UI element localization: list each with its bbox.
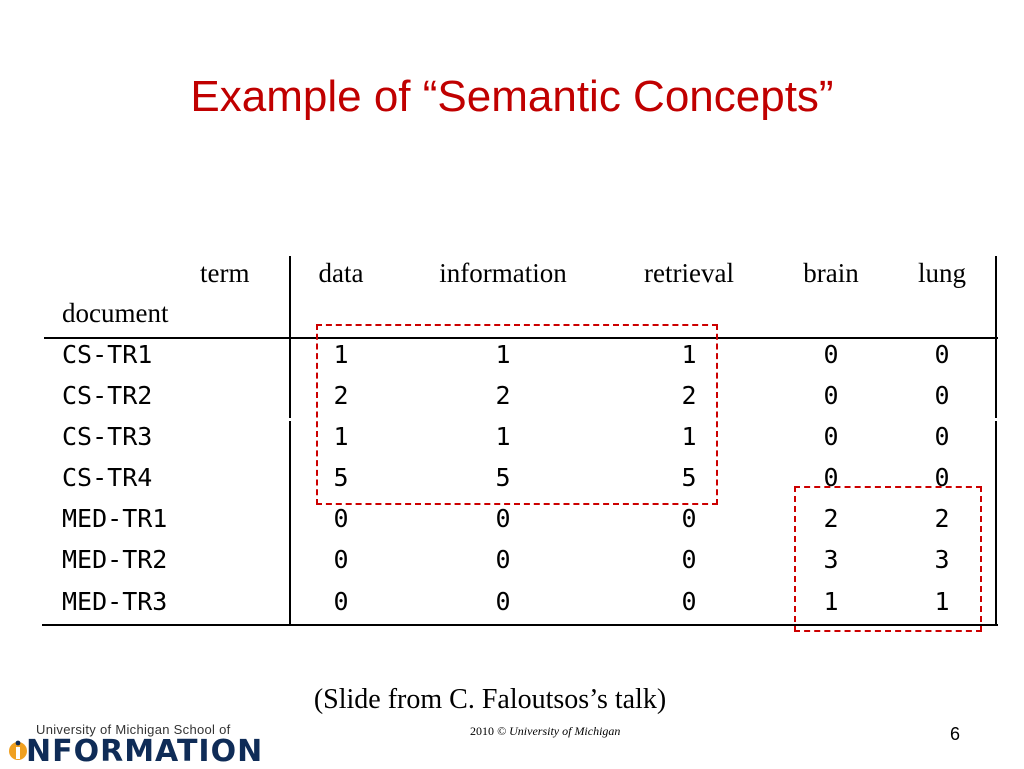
bottom-rule xyxy=(42,624,998,626)
table-cell: 1 xyxy=(823,587,839,616)
table-cell: 0 xyxy=(934,340,950,369)
table-cell: 0 xyxy=(681,504,697,533)
table-cell: 5 xyxy=(681,463,697,492)
column-header-brain: brain xyxy=(803,258,859,288)
table-cell: 0 xyxy=(823,340,839,369)
table-cell: 1 xyxy=(934,587,950,616)
table-cell: 0 xyxy=(333,545,349,574)
table-cell: 0 xyxy=(934,381,950,410)
stub-divider-lower xyxy=(289,421,291,626)
row-label: CS-TR4 xyxy=(62,463,153,492)
table-cell: 0 xyxy=(495,545,511,574)
table-cell: 0 xyxy=(934,422,950,451)
footer-copyright-text: © University of Michigan xyxy=(497,724,621,738)
row-label: CS-TR1 xyxy=(62,340,153,369)
table-cell: 0 xyxy=(681,587,697,616)
footer-copyright: 2010 © University of Michigan xyxy=(470,724,620,739)
table-cell: 2 xyxy=(333,381,349,410)
table-cell: 0 xyxy=(495,587,511,616)
slide-credit: (Slide from C. Faloutsos’s talk) xyxy=(313,684,667,715)
column-header-lung: lung xyxy=(917,258,967,288)
right-border-lower xyxy=(995,421,997,626)
table-cell: 1 xyxy=(333,422,349,451)
row-label: MED-TR2 xyxy=(62,545,168,574)
table-cell: 0 xyxy=(333,504,349,533)
slide-number: 6 xyxy=(950,724,961,744)
right-border-upper xyxy=(995,256,997,418)
corner-label-term: term xyxy=(200,258,250,288)
table-cell: 2 xyxy=(934,504,950,533)
slide-title: Example of “Semantic Concepts” xyxy=(190,72,834,121)
table-cell: 2 xyxy=(495,381,511,410)
table-cell: 2 xyxy=(681,381,697,410)
table-cell: 0 xyxy=(934,463,950,492)
table-cell: 3 xyxy=(823,545,839,574)
row-label: MED-TR3 xyxy=(62,587,168,616)
table-cell: 1 xyxy=(495,422,511,451)
table-cell: 2 xyxy=(823,504,839,533)
row-label: MED-TR1 xyxy=(62,504,168,533)
corner-label-document: document xyxy=(62,298,169,328)
table-cell: 5 xyxy=(333,463,349,492)
footer-year: 2010 xyxy=(470,724,494,738)
row-label: CS-TR2 xyxy=(62,381,153,410)
table-cell: 5 xyxy=(495,463,511,492)
table-cell: 0 xyxy=(823,463,839,492)
header-rule xyxy=(44,337,998,339)
table-cell: 3 xyxy=(934,545,950,574)
med-concept-highlight-box xyxy=(794,486,982,632)
table-cell: 0 xyxy=(823,422,839,451)
stub-divider-upper xyxy=(289,256,291,418)
column-header-retrieval: retrieval xyxy=(644,258,734,288)
cs-concept-highlight-box xyxy=(316,324,718,505)
table-cell: 0 xyxy=(495,504,511,533)
logo-i-icon xyxy=(9,740,27,760)
row-label: CS-TR3 xyxy=(62,422,153,451)
table-cell: 0 xyxy=(823,381,839,410)
umich-school-of-information-logo: University of Michigan School of NFORMAT… xyxy=(8,722,278,769)
table-cell: 0 xyxy=(681,545,697,574)
table-cell: 1 xyxy=(681,422,697,451)
table-cell: 1 xyxy=(681,340,697,369)
column-header-information: information xyxy=(439,258,567,288)
column-header-data: data xyxy=(318,258,364,288)
table-cell: 1 xyxy=(495,340,511,369)
table-cell: 1 xyxy=(333,340,349,369)
logo-line-information: NFORMATION xyxy=(26,734,264,769)
table-cell: 0 xyxy=(333,587,349,616)
logo-line-university: University of Michigan School of xyxy=(36,722,231,737)
